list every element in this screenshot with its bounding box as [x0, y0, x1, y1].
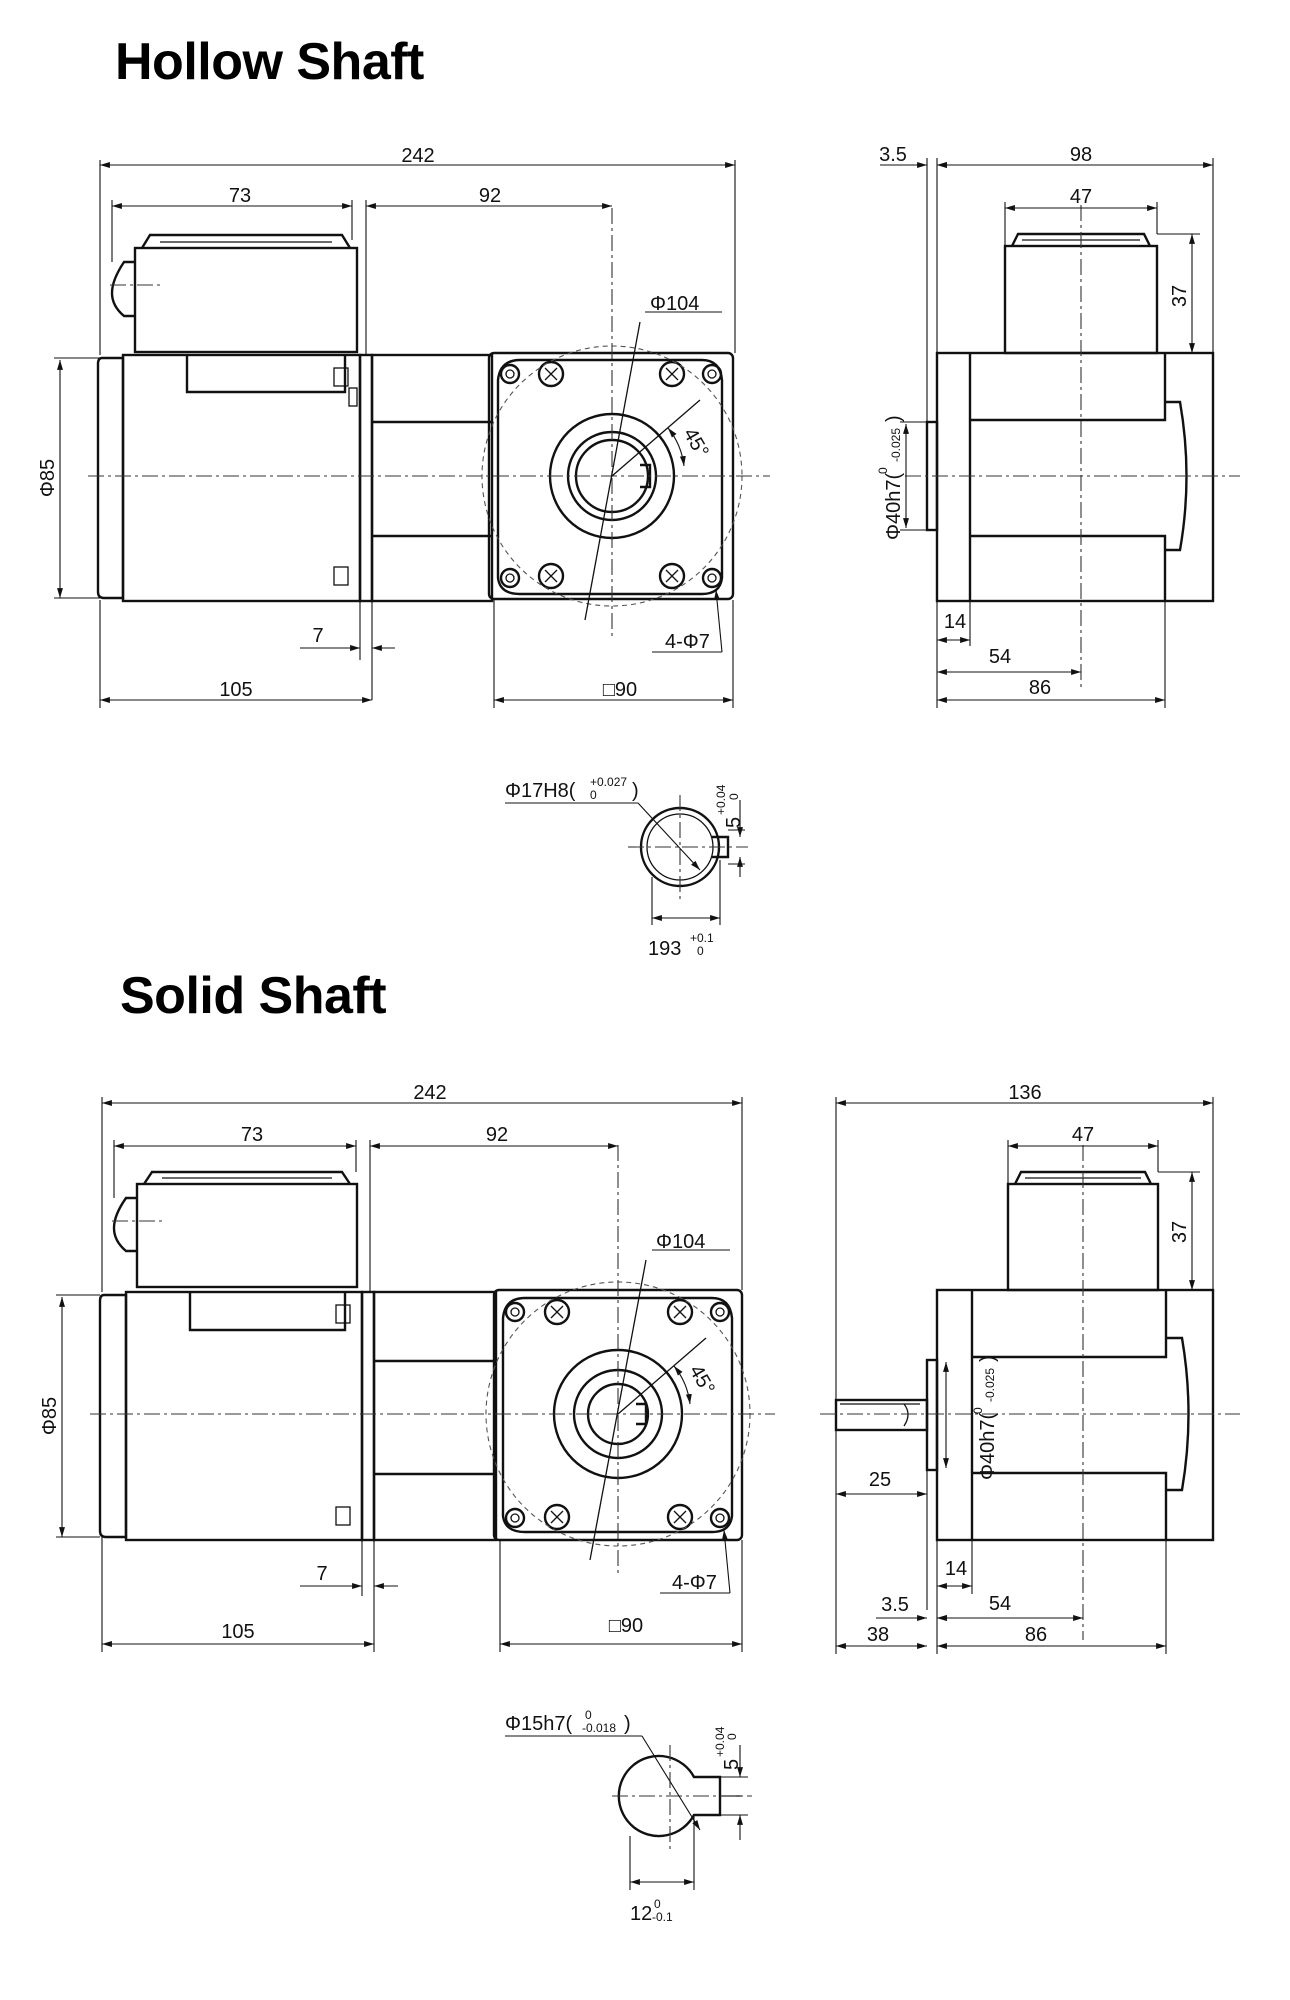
- solid-detail-shaft-close: ): [624, 1713, 631, 1735]
- solid-dim-square: □90: [609, 1615, 643, 1637]
- hollow-gear-housing: [370, 353, 494, 603]
- hollow-side-dim-box: 47: [1070, 186, 1092, 208]
- solid-detail-key-tol-lo: 0: [725, 1733, 739, 1740]
- hollow-side-body: [935, 351, 1215, 603]
- solid-side-dim-width: 136: [1008, 1082, 1041, 1104]
- solid-side-dim-boss-close: ): [977, 1355, 999, 1362]
- hollow-dim-holes: 4-Φ7: [665, 631, 710, 653]
- solid-side-dim-25: 25: [869, 1469, 891, 1491]
- solid-side-dim-boss-tol-up: 0: [971, 1407, 985, 1414]
- hollow-side-dimensions: 3.5 98 47 37 Φ40h7( 0 -0.025 ) 14 54 86: [876, 144, 1214, 708]
- solid-side-view: [820, 1145, 1240, 1640]
- hollow-side-dim-86: 86: [1029, 677, 1051, 699]
- solid-side-dim-3-5: 3.5: [881, 1594, 909, 1616]
- hollow-terminal-box: [133, 246, 359, 354]
- hollow-flange: [358, 353, 374, 603]
- solid-side-dim-38: 38: [867, 1624, 889, 1646]
- solid-dim-terminal: 73: [241, 1124, 263, 1146]
- hollow-side-view: [905, 205, 1240, 690]
- hollow-dim-flange: 7: [312, 625, 323, 647]
- hollow-detail-bore-tol-lo: 0: [590, 788, 597, 802]
- solid-detail-key-label: 5: [721, 1759, 743, 1770]
- hollow-dim-square: □90: [603, 679, 637, 701]
- solid-side-dim-boss: Φ40h7(: [977, 1413, 999, 1480]
- hollow-side-dim-boss-tol-lo: -0.025: [889, 428, 903, 462]
- solid-front-view: [90, 1145, 775, 1575]
- hollow-side-dim-width: 98: [1070, 144, 1092, 166]
- solid-dim-flange: 7: [316, 1563, 327, 1585]
- hollow-detail-bore-label: Φ17H8(: [505, 780, 576, 802]
- solid-terminal-box: [135, 1182, 359, 1289]
- solid-dim-motor-dia: Φ85: [39, 1397, 61, 1435]
- solid-detail-shaft-tol-lo: -0.018: [582, 1721, 616, 1735]
- solid-flange: [360, 1290, 376, 1542]
- solid-detail-flat-tol-lo: -0.1: [652, 1910, 673, 1924]
- hollow-detail-bore-depth-tol-up: +0.1: [690, 931, 714, 945]
- solid-side-boss: [925, 1358, 939, 1472]
- solid-dim-overall: 242: [413, 1082, 446, 1104]
- hollow-dim-overall: 242: [401, 145, 434, 167]
- hollow-dim-motor-dia: Φ85: [37, 459, 59, 497]
- solid-front-dimensions: 242 73 92 Φ104 45° Φ85 7 4-Φ7 105 □90: [39, 1082, 743, 1652]
- solid-dim-angle: 45°: [685, 1361, 719, 1398]
- solid-dim-pcd: Φ104: [656, 1231, 705, 1253]
- solid-side-shaft: [834, 1398, 929, 1432]
- solid-side-dim-86: 86: [1025, 1624, 1047, 1646]
- hollow-bore-detail: Φ17H8( +0.027 0 ) 5 +0.04 0 193 +0.1 0: [505, 775, 748, 960]
- solid-dim-holes: 4-Φ7: [672, 1572, 717, 1594]
- solid-side-dimensions: 136 47 37 Φ40h7( 0 -0.025 ) 25 14 3.5 54…: [835, 1082, 1214, 1654]
- solid-gear-housing: [372, 1290, 498, 1542]
- hollow-detail-bore-circle: [639, 806, 721, 888]
- solid-side-dim-box-h: 37: [1169, 1221, 1191, 1243]
- hollow-dim-pcd: Φ104: [650, 293, 699, 315]
- hollow-dim-terminal: 73: [229, 185, 251, 207]
- solid-detail-flat-tol-up: 0: [654, 1897, 661, 1911]
- hollow-dim-gear-center: 92: [479, 185, 501, 207]
- solid-shaft-detail: Φ15h7( 0 -0.018 ) 5 +0.04 0 12 0 -0.1: [505, 1708, 752, 1925]
- hollow-detail-bore-depth: 193: [648, 938, 681, 960]
- hollow-side-dim-14: 14: [944, 611, 966, 633]
- solid-detail-key-tol-up: +0.04: [713, 1726, 727, 1757]
- hollow-side-dim-boss: Φ40h7(: [883, 473, 905, 540]
- solid-detail-shaft-section: [617, 1754, 722, 1838]
- heading-hollow-shaft: Hollow Shaft: [115, 33, 424, 91]
- hollow-cable-gland: [110, 260, 135, 318]
- hollow-front-dimensions: 242 73 92 Φ104 45° Φ85 7 4-Φ7 105 □90: [37, 145, 736, 708]
- solid-dim-gear-center: 92: [486, 1124, 508, 1146]
- hollow-side-dim-box-h: 37: [1169, 285, 1191, 307]
- hollow-side-dim-boss-close: ): [883, 415, 905, 422]
- hollow-detail-bore-close: ): [632, 780, 639, 802]
- solid-detail-shaft-tol-up: 0: [585, 1708, 592, 1722]
- solid-side-dim-14: 14: [945, 1558, 967, 1580]
- hollow-detail-key-tol-up: +0.04: [714, 784, 728, 815]
- hollow-side-dim-offset: 3.5: [879, 144, 907, 166]
- solid-dim-motor-len: 105: [221, 1621, 254, 1643]
- solid-cable-gland: [112, 1196, 137, 1253]
- solid-detail-shaft-label: Φ15h7(: [505, 1713, 572, 1735]
- solid-side-dim-boss-tol-lo: -0.025: [983, 1368, 997, 1402]
- hollow-detail-bore-tol-up: +0.027: [590, 775, 627, 789]
- solid-detail-flat-label: 12: [630, 1903, 652, 1925]
- hollow-side-dim-boss-tol-up: 0: [876, 467, 890, 474]
- heading-solid-shaft: Solid Shaft: [120, 967, 387, 1025]
- hollow-side-dim-54: 54: [989, 646, 1011, 668]
- hollow-dim-angle: 45°: [679, 424, 713, 461]
- solid-side-dim-54: 54: [989, 1593, 1011, 1615]
- solid-side-dim-box: 47: [1072, 1124, 1094, 1146]
- hollow-front-view: [88, 208, 770, 640]
- hollow-detail-key-label: 5: [723, 817, 745, 828]
- hollow-dim-motor-len: 105: [219, 679, 252, 701]
- hollow-detail-key-tol-lo: 0: [727, 793, 741, 800]
- hollow-detail-bore-depth-tol-lo: 0: [697, 944, 704, 958]
